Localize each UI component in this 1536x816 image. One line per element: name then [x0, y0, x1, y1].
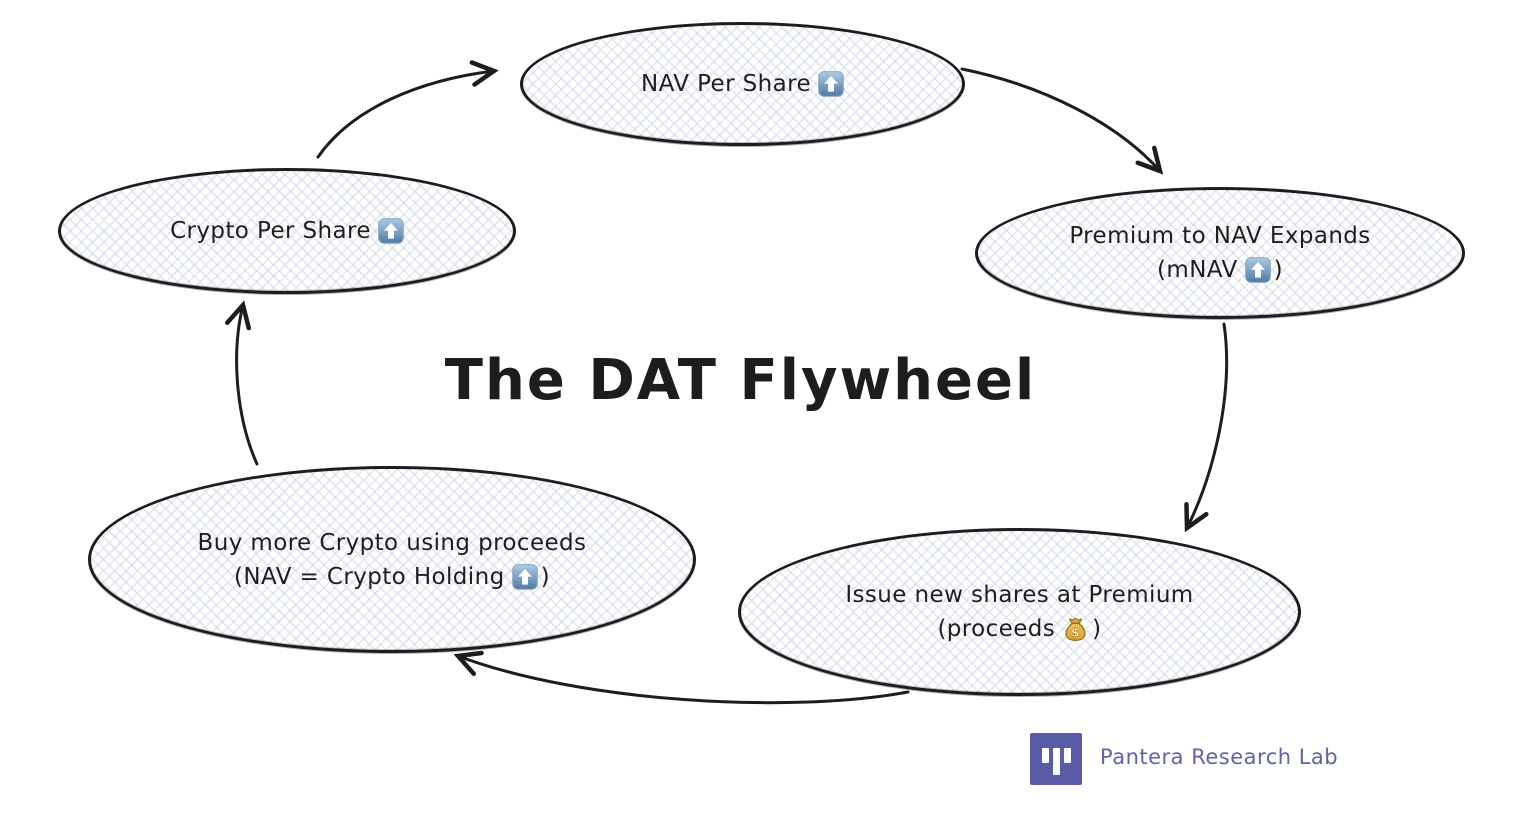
pantera-brand-text: Pantera Research Lab — [1100, 745, 1339, 769]
pantera-logo-icon — [1030, 733, 1082, 785]
arrow-buy-to-crypto — [237, 305, 259, 466]
money-bag-emoji: $ — [1065, 617, 1086, 641]
node-premium-to-nav: Premium to NAV Expands (mNAV ) — [975, 187, 1465, 319]
arrow-crypto-to-nav — [316, 71, 494, 159]
node-issue-shares: Issue new shares at Premium (proceeds $ … — [738, 528, 1301, 696]
node-premium-line2-prefix: (mNAV — [1157, 257, 1238, 283]
arrow-nav-to-premium — [960, 67, 1160, 171]
node-premium-line2-suffix: ) — [1273, 257, 1283, 283]
node-crypto-per-share: Crypto Per Share — [58, 168, 516, 294]
up-arrow-emoji — [511, 563, 538, 590]
node-buy-line2-suffix: ) — [540, 563, 550, 590]
svg-text:$: $ — [1071, 625, 1080, 639]
node-issue-line2-suffix: ) — [1092, 616, 1102, 642]
node-crypto-per-share-label: Crypto Per Share — [170, 218, 371, 244]
arrow-premium-to-issue — [1187, 322, 1229, 528]
node-nav-per-share: NAV Per Share — [520, 22, 965, 146]
node-issue-line1: Issue new shares at Premium — [845, 582, 1194, 608]
pantera-brand: Pantera Research Lab — [1030, 733, 1338, 785]
up-arrow-emoji — [378, 218, 404, 244]
up-arrow-emoji — [818, 71, 844, 97]
up-arrow-emoji — [1244, 257, 1271, 283]
node-premium-line1: Premium to NAV Expands — [1069, 223, 1371, 249]
node-buy-line1: Buy more Crypto using proceeds — [197, 529, 587, 556]
node-nav-per-share-label: NAV Per Share — [640, 71, 812, 97]
diagram-title: The DAT Flywheel — [444, 348, 1037, 413]
node-buy-line2-prefix: (NAV = Crypto Holding — [234, 563, 505, 590]
node-issue-line2-prefix: (proceeds — [937, 616, 1056, 642]
node-buy-crypto: Buy more Crypto using proceeds (NAV = Cr… — [88, 466, 696, 653]
